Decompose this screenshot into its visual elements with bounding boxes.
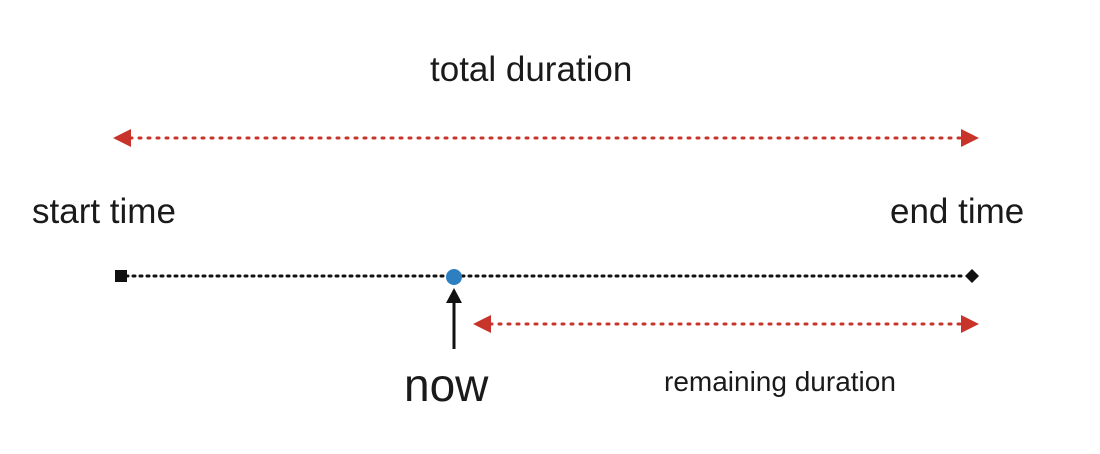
end-marker xyxy=(965,269,979,283)
now-pointer-head xyxy=(446,288,462,303)
total-duration-arrowhead-left xyxy=(113,129,131,147)
total-duration-arrow xyxy=(113,129,979,147)
remaining-duration-arrowhead-left xyxy=(473,315,491,333)
end-time-label: end time xyxy=(890,192,1025,231)
total-duration-arrowhead-right xyxy=(961,129,979,147)
remaining-duration-arrowhead-right xyxy=(961,315,979,333)
start-marker xyxy=(115,270,127,282)
now-marker xyxy=(446,269,462,285)
now-label: now xyxy=(404,359,489,411)
now-pointer-arrow xyxy=(446,288,462,349)
remaining-duration-arrow xyxy=(473,315,979,333)
remaining-duration-label: remaining duration xyxy=(664,366,896,397)
timeline xyxy=(115,269,979,285)
start-time-label: start time xyxy=(32,192,176,231)
total-duration-label: total duration xyxy=(430,50,633,89)
